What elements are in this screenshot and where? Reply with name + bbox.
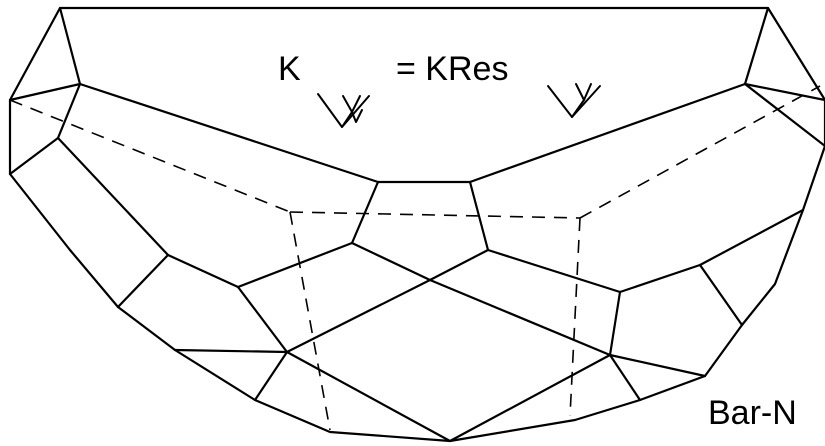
edge xyxy=(350,241,490,282)
equation-label: K = KRes xyxy=(278,50,601,128)
edge xyxy=(608,353,642,402)
edge xyxy=(56,136,380,289)
visible-edges xyxy=(8,6,825,443)
hidden-edge xyxy=(9,99,291,213)
hidden-edge xyxy=(569,217,581,417)
edge xyxy=(78,6,770,184)
edge xyxy=(743,82,825,102)
outer-boundary xyxy=(8,6,825,443)
edge xyxy=(743,82,825,148)
tree-glyph-left xyxy=(317,93,370,128)
tree-glyph-right xyxy=(547,83,601,118)
edge xyxy=(8,6,82,102)
hidden-edges xyxy=(9,85,821,431)
edge xyxy=(468,180,805,294)
label-equals-kres: = KRes xyxy=(396,50,508,88)
edge xyxy=(173,285,289,354)
edge xyxy=(608,290,707,378)
edge xyxy=(698,263,744,327)
edge xyxy=(285,350,612,443)
label-bottom-right: Bar-N xyxy=(708,394,797,432)
hidden-edge xyxy=(289,211,581,219)
label-k: K xyxy=(278,50,301,88)
hidden-edge xyxy=(579,85,821,219)
edge xyxy=(285,278,612,357)
edge xyxy=(253,350,289,402)
hidden-edge xyxy=(289,211,331,431)
edge xyxy=(116,253,170,309)
